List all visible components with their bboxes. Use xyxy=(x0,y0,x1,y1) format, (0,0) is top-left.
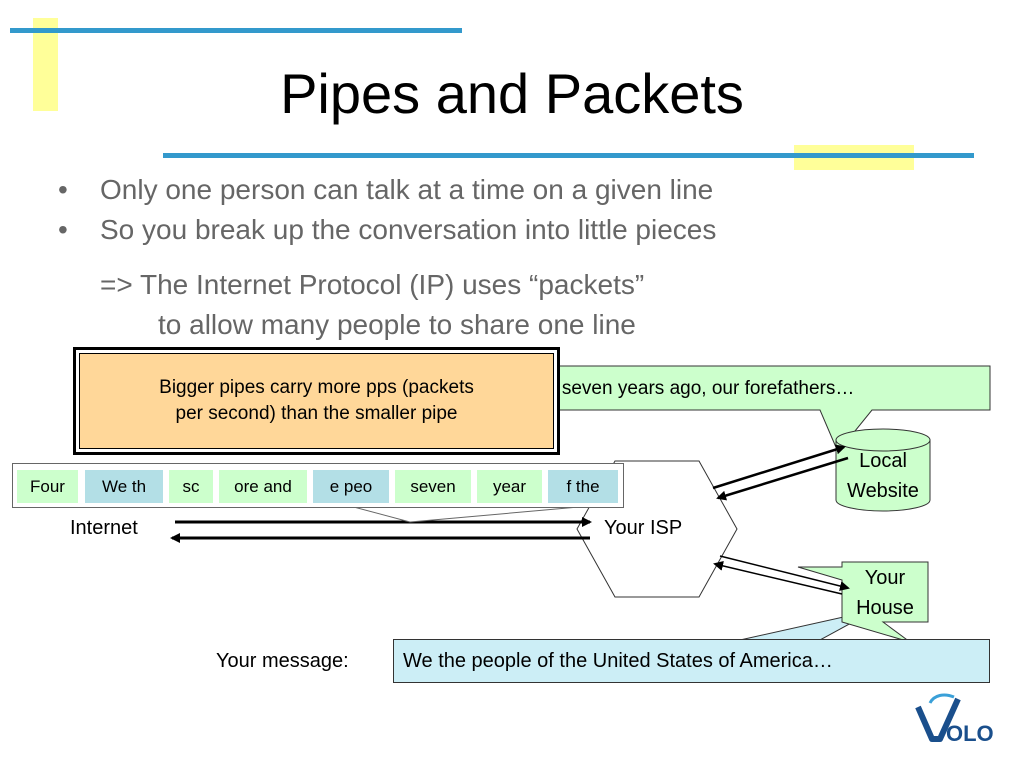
local-website-line-1: Local xyxy=(859,450,907,472)
your-house-shape xyxy=(797,561,929,643)
bullet-list: Only one person can talk at a time on a … xyxy=(58,170,716,250)
internet-pipe xyxy=(170,517,592,543)
title-rule-bottom xyxy=(163,153,974,158)
title-rule-top xyxy=(10,28,462,33)
bigger-pipes-callout: Bigger pipes carry more pps (packets per… xyxy=(73,347,560,455)
website-message-text: d seven years ago, our forefathers… xyxy=(546,378,855,399)
packet: We th xyxy=(85,470,163,503)
your-house-label: Your House xyxy=(842,563,928,623)
subpoint-line-1: => The Internet Protocol (IP) uses “pack… xyxy=(100,269,645,300)
packet: ore and xyxy=(219,470,307,503)
subpoint-line-2: to allow many people to share one line xyxy=(158,309,636,340)
slide-title: Pipes and Packets xyxy=(280,62,744,125)
packets-pointer xyxy=(349,505,591,523)
your-house-line-2: House xyxy=(856,597,914,619)
local-website-cylinder xyxy=(835,428,931,512)
bigger-pipes-text: Bigger pipes carry more pps (packets per… xyxy=(79,353,554,449)
packet: Four xyxy=(17,470,78,503)
packet: f the xyxy=(548,470,618,503)
packet: e peo xyxy=(313,470,389,503)
your-message-box: We the people of the United States of Am… xyxy=(393,639,990,683)
bullet-item: So you break up the conversation into li… xyxy=(58,210,716,250)
house-pipe xyxy=(713,555,850,595)
packet: year xyxy=(477,470,542,503)
bullet-item: Only one person can talk at a time on a … xyxy=(58,170,716,210)
bigger-pipes-line-1: Bigger pipes carry more pps (packets xyxy=(159,377,474,398)
your-house-line-1: Your xyxy=(864,567,906,589)
bigger-pipes-line-2: per second) than the smaller pipe xyxy=(175,403,458,424)
title-accent-bar-left xyxy=(33,18,58,111)
your-message-label: Your message: xyxy=(216,650,349,672)
svg-text:OLO: OLO xyxy=(946,721,994,746)
isp-label: Your ISP xyxy=(604,517,683,539)
website-pipe xyxy=(712,444,849,501)
local-website-line-2: Website xyxy=(847,480,919,502)
internet-label: Internet xyxy=(70,517,138,539)
packet: seven xyxy=(395,470,471,503)
packet: sc xyxy=(169,470,213,503)
volo-logo: OLO xyxy=(910,693,994,749)
local-website-label: Local Website xyxy=(836,446,930,506)
